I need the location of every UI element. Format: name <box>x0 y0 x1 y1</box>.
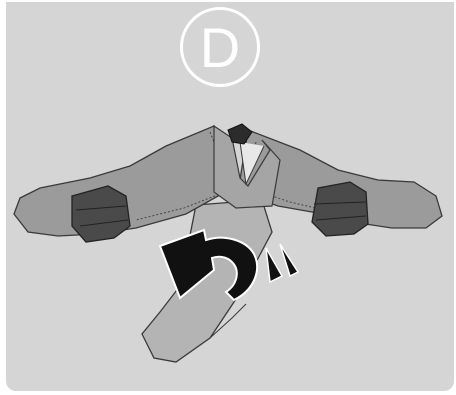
left-strap <box>72 186 130 242</box>
right-strap <box>312 182 368 236</box>
